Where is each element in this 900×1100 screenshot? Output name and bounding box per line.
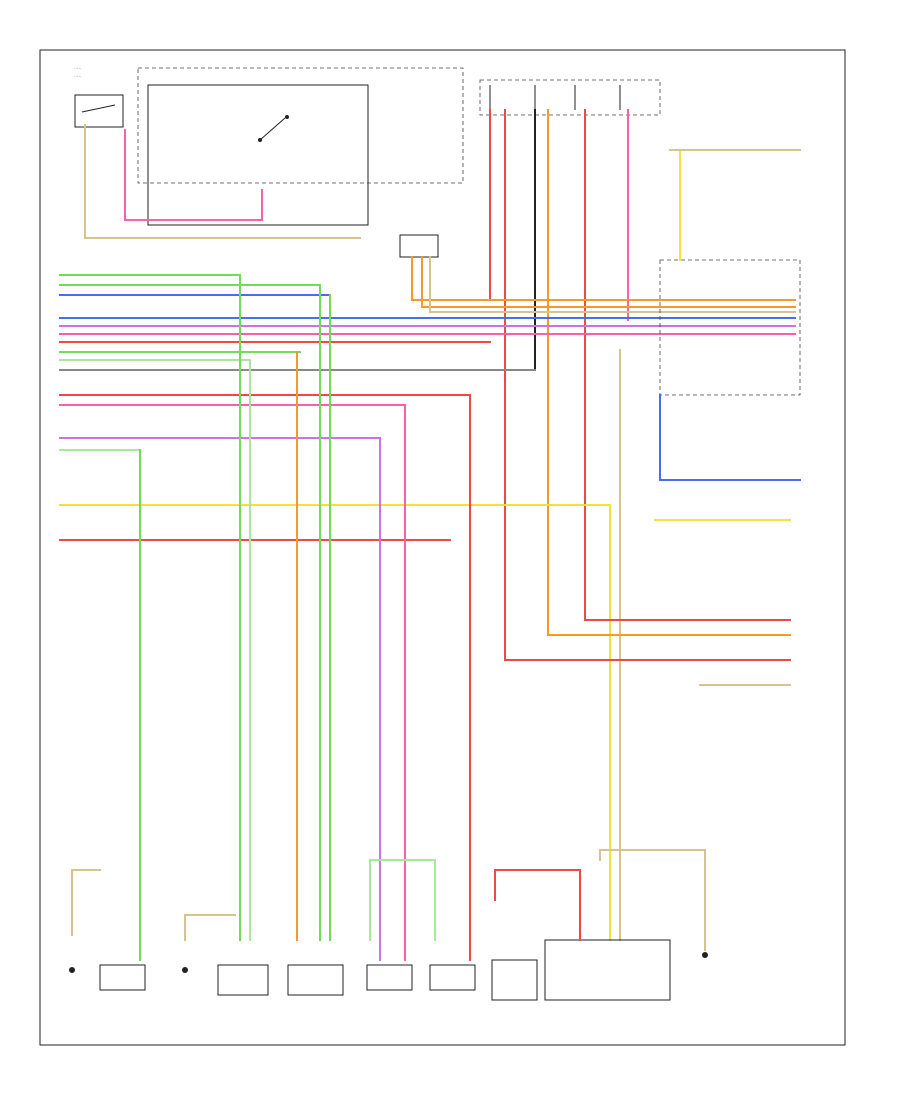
svg-text:·····: ····· xyxy=(74,74,82,79)
component-2 xyxy=(182,914,236,973)
component-1 xyxy=(69,869,146,991)
svg-text:·····: ····· xyxy=(74,66,82,71)
loop-tan-bottom xyxy=(599,849,706,861)
bus-tan-2 xyxy=(429,256,796,313)
component-3 xyxy=(217,964,269,996)
right-module-box xyxy=(659,259,801,396)
relay-switch xyxy=(258,115,289,142)
cluster-module-box xyxy=(147,84,369,226)
diagram-border xyxy=(39,49,846,1046)
top-left-switch: ····· ····· xyxy=(74,66,124,128)
wire-pink-top-left xyxy=(124,129,263,221)
component-6 xyxy=(429,964,476,991)
component-9 xyxy=(702,859,708,958)
bus-orange-1 xyxy=(411,256,796,301)
wire-tan-top-left xyxy=(84,124,361,239)
junction-connector xyxy=(399,234,439,258)
fuse-block xyxy=(479,79,661,116)
wire-blue-loop xyxy=(659,394,801,481)
component-5 xyxy=(366,964,413,991)
instrument-cluster-box xyxy=(137,67,464,184)
component-7 xyxy=(491,959,538,1001)
loop-green-bottom xyxy=(369,859,436,941)
component-4 xyxy=(287,964,344,996)
bus-orange-2 xyxy=(421,256,796,308)
loop-pink-bottom xyxy=(494,869,581,941)
component-8 xyxy=(544,939,671,1001)
